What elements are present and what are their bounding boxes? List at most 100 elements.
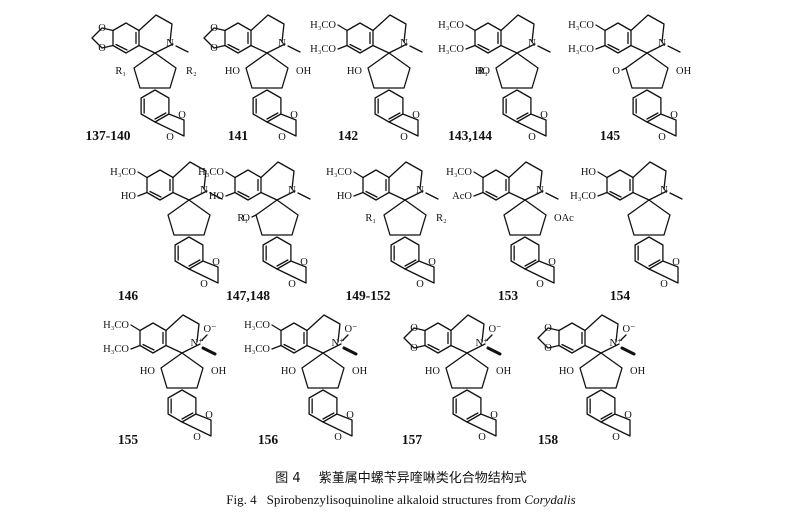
aromatic-ring-a [280,322,308,354]
spiro-cyclopentane-ring [133,52,177,89]
n-methyl-bond [409,45,423,53]
hydroxyl-left: HO [140,366,156,377]
aromatic-ring-b [308,389,338,423]
n-oxide-bond [342,334,349,341]
substituent-bond [465,24,476,32]
oxygen-label: O [400,132,408,143]
nitrogen-label: N [660,185,668,196]
oxygen-label: O [212,257,220,268]
aromatic-double-bond [237,190,250,198]
aromatic-double-bond [149,190,162,198]
substituent-bond [353,191,364,197]
methylenedioxy-ring-lower [646,113,677,137]
compound-number: 143,144 [448,128,492,143]
substituent-upper: HO [581,167,597,178]
spiro-cyclopentane-ring [255,199,299,236]
n-methyl-wedge [201,346,217,356]
oxygen-label: O [205,410,213,421]
compound-number: 149-152 [345,288,391,303]
oxygen-label: O [528,132,536,143]
compound-number: 145 [599,128,621,143]
oxygen-label: O [658,132,666,143]
substituent-upper: H₃CO [198,167,224,178]
aromatic-double-bond [142,343,155,351]
aromatic-double-bond [404,259,417,267]
substituent-bond [595,44,606,50]
compound-number: 158 [537,432,559,447]
oxygen-label: O [290,110,298,121]
aromatic-double-bond [600,412,613,420]
substituent-upper: H₃CO [103,320,129,331]
aromatic-ring-b [252,89,282,123]
tetrahydro-ring [508,161,543,190]
spiro-cyclopentane-ring [383,199,427,236]
n-oxide-bond [620,334,627,341]
oxygen-label: O [300,257,308,268]
substituent-bond [595,24,606,32]
oxygen-label: O [193,432,201,443]
aromatic-double-bond [646,112,659,120]
ketone-bond [621,67,627,71]
aromatic-ring-b [374,89,404,123]
aromatic-ring-b [174,236,204,270]
aromatic-ring-a [482,169,510,201]
tetrahydro-ring [138,14,173,43]
aromatic-double-bond [276,259,289,267]
compound-number: 137-140 [85,128,131,143]
aromatic-double-bond [524,259,537,267]
ketone-oxygen: O [612,66,620,77]
aromatic-double-bond [365,190,378,198]
oxygen-label: O [178,110,186,121]
nitrogen-label: N [528,38,536,49]
tetrahydro-ring [172,161,207,190]
tetrahydro-ring [165,314,200,343]
oxygen-label: O [210,43,218,54]
compound-number: 157 [401,432,423,447]
hydroxyl-right: OH [496,366,512,377]
compound-number: 156 [257,432,279,447]
oxygen-label: O [660,279,668,290]
oxygen-label: O [288,279,296,290]
substituent-lower: HO [209,191,225,202]
substituent-bond [465,44,476,50]
substituent-bond [337,44,348,50]
methylenedioxy-ring-lower [466,413,497,437]
aromatic-double-bond [283,343,296,351]
substituent-lower: H₃CO [570,191,596,202]
substituent-lower: H₃CO [568,44,594,55]
compound-number: 146 [117,288,139,303]
substituent-bond [473,171,484,179]
n-methyl-wedge [620,346,636,356]
hydroxyl-right: OH [296,66,312,77]
oxygen-label: O [544,323,552,334]
n-oxide-label: O⁻ [488,324,501,335]
aromatic-ring-b [632,89,662,123]
tetrahydro-ring [250,14,285,43]
tetrahydro-ring [306,314,341,343]
oxygen-label: O [98,23,106,34]
compound-number: 155 [117,432,139,447]
oxygen-label: O [210,23,218,34]
aromatic-ring-b [452,389,482,423]
compound-number: 153 [497,288,519,303]
substituent-bond [137,171,148,179]
n-methyl-bond [287,45,301,53]
substituent-lower: H₃CO [438,44,464,55]
substituent-bond [597,171,608,179]
spiro-cyclopentane-ring [495,52,539,89]
hydroxyl-left: HO [475,66,491,77]
caption-en-label: Fig. 4 [226,492,257,507]
spiro-cyclopentane-ring [503,199,547,236]
r2-substituent: R₂ [186,66,197,77]
tetrahydro-ring [450,314,485,343]
acetoxy-group: OAc [554,213,574,224]
methylenedioxy-ring-lower [524,260,555,284]
methylenedioxy-ring [403,327,426,349]
